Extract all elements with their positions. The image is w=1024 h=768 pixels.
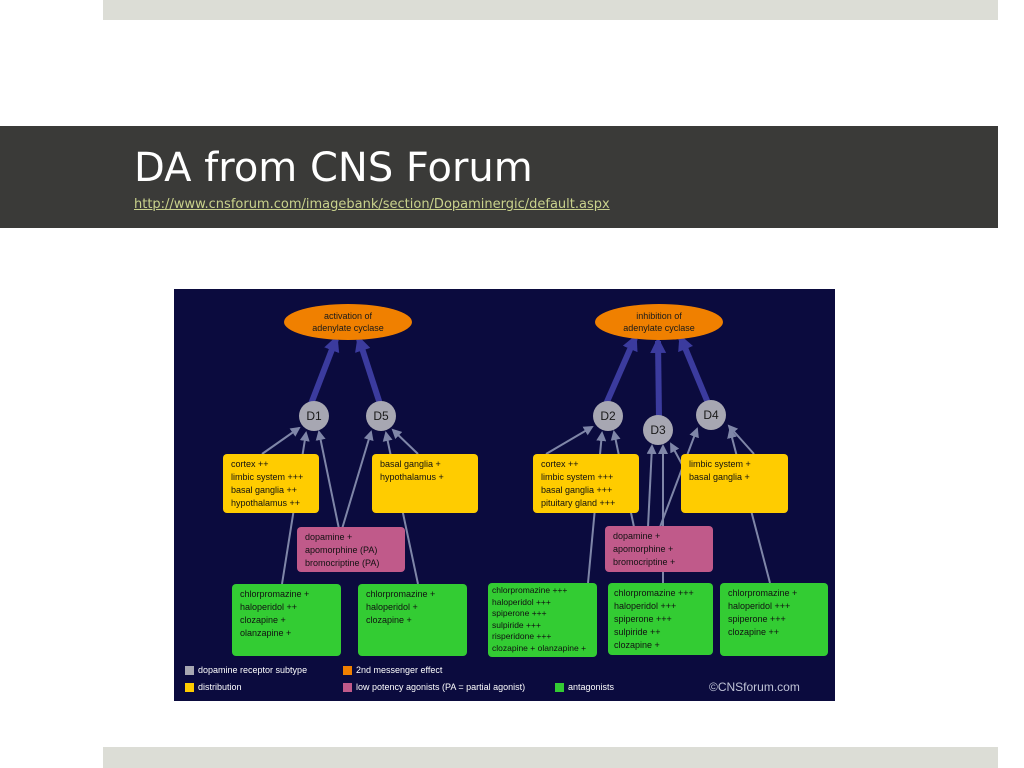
legend-receptor-swatch (185, 666, 194, 675)
antagonist-item: spiperone +++ (728, 614, 786, 624)
activation-label-line: adenylate cyclase (312, 323, 384, 333)
d4-to-inhibition-arrow (678, 334, 711, 405)
distribution-item: basal ganglia ++ (231, 485, 298, 495)
d2-d3-d4-agonist-box: dopamine + apomorphine + bromocriptine + (605, 526, 713, 572)
title-bar (0, 126, 998, 228)
legend-distribution-swatch (185, 683, 194, 692)
activation-label-line: activation of (323, 311, 373, 321)
d1-d5-agonist-box: dopamine + apomorphine (PA) bromocriptin… (297, 527, 405, 572)
legend-agonist-label: low potency agonists (PA = partial agoni… (356, 682, 526, 692)
d1-label: D1 (306, 409, 322, 423)
antagonist-item: chlorpromazine +++ (492, 585, 568, 595)
distribution-item: cortex ++ (541, 459, 579, 469)
antagonist-item: sulpiride +++ (492, 619, 541, 630)
antagonist-item: haloperidol + (366, 602, 418, 612)
d3-node (643, 415, 673, 445)
antagonist-item: risperidone +++ (492, 631, 552, 642)
inhibition-label-line: adenylate cyclase (623, 323, 695, 333)
distribution-item: limbic system +++ (541, 472, 614, 482)
d1-node (299, 401, 329, 431)
slide-title: DA from CNS Forum (134, 145, 533, 191)
d4-distribution-box: limbic system + basal ganglia + (681, 454, 788, 513)
legend-messenger-label: 2nd messenger effect (356, 665, 443, 675)
d2-antagonist-box: chlorpromazine +++ haloperidol +++ spipe… (488, 583, 597, 657)
agonist-item: dopamine + (305, 532, 353, 542)
antagonist-item: clozapine + (240, 615, 286, 625)
antagonist-item: clozapine + (366, 615, 412, 625)
inhibition-ellipse (595, 304, 723, 340)
legend-antagonist-label: antagonists (568, 682, 615, 692)
d4-label: D4 (703, 408, 719, 422)
inhibition-label: inhibition of adenylate cyclase (599, 310, 719, 334)
antagonist-item: chlorpromazine + (366, 589, 436, 599)
distribution-item: hypothalamus ++ (231, 498, 301, 508)
distribution-item: cortex ++ (231, 459, 269, 469)
agonist-item: bromocriptine (PA) (305, 558, 380, 568)
d5-antagonist-box: chlorpromazine + haloperidol + clozapine… (358, 584, 467, 656)
d4-antagonist-box: chlorpromazine + haloperidol +++ spipero… (720, 583, 828, 656)
antagonist-item: chlorpromazine + (728, 588, 798, 598)
d4-agonist-arrow (659, 427, 699, 528)
agonist-item: dopamine + (613, 531, 661, 541)
d2-to-inhibition-arrow (603, 334, 638, 406)
copyright-text: ©CNSforum.com (709, 680, 800, 694)
antagonist-item: chlorpromazine +++ (614, 588, 694, 598)
antagonist-item: haloperidol +++ (728, 601, 791, 611)
d5-node (366, 401, 396, 431)
source-link[interactable]: http://www.cnsforum.com/imagebank/sectio… (134, 197, 610, 212)
distribution-item: basal ganglia + (380, 459, 441, 469)
antagonist-item: haloperidol +++ (492, 596, 551, 607)
antagonist-item: olanzapine + (240, 628, 292, 638)
d3-antagonist-box: chlorpromazine +++ haloperidol +++ spipe… (608, 583, 713, 655)
antagonist-item: haloperidol ++ (240, 602, 298, 612)
distribution-item: pituitary gland +++ (541, 498, 616, 508)
d1-antagonist-box: chlorpromazine + haloperidol ++ clozapin… (232, 584, 341, 656)
antagonist-item: clozapine + (614, 640, 660, 650)
d2-label: D2 (600, 409, 616, 423)
d5-distribution-box: basal ganglia + hypothalamus + (372, 454, 478, 513)
top-band (103, 0, 998, 20)
d3-label: D3 (650, 423, 666, 437)
agonist-item: apomorphine + (613, 544, 674, 554)
inhibition-label-line: inhibition of (636, 311, 682, 321)
distribution-item: basal ganglia + (689, 472, 750, 482)
agonist-item: bromocriptine + (613, 557, 676, 567)
legend-messenger-swatch (343, 666, 352, 675)
legend-receptor-label: dopamine receptor subtype (198, 665, 308, 675)
legend-antagonist-swatch (555, 683, 564, 692)
antagonist-item: clozapine + olanzapine + (492, 642, 587, 653)
d5-distribution-arrow (391, 428, 419, 455)
d1-to-activation-arrow (308, 335, 340, 406)
d3-to-inhibition-arrow (650, 337, 667, 419)
d2-distribution-box: cortex ++ limbic system +++ basal gangli… (533, 454, 639, 513)
antagonist-item: sulpiride ++ (614, 627, 661, 637)
distribution-item: limbic system +++ (231, 472, 304, 482)
legend-distribution-label: distribution (198, 682, 242, 692)
distribution-item: hypothalamus + (380, 472, 444, 482)
agonist-item: apomorphine (PA) (305, 545, 378, 555)
d5-label: D5 (373, 409, 389, 423)
dopamine-receptor-diagram: activation of adenylate cyclase inhibiti… (174, 289, 835, 701)
antagonist-item: haloperidol +++ (614, 601, 677, 611)
distribution-item: basal ganglia +++ (541, 485, 613, 495)
legend-agonist-swatch (343, 683, 352, 692)
activation-ellipse (284, 304, 412, 340)
d2-distribution-arrow (545, 425, 594, 455)
d1-agonist-arrow (315, 430, 340, 530)
d3-agonist-arrow (646, 444, 657, 528)
d1-distribution-box: cortex ++ limbic system +++ basal gangli… (223, 454, 319, 513)
antagonist-item: spiperone +++ (614, 614, 672, 624)
bottom-band (103, 747, 998, 768)
antagonist-item: spiperone +++ (492, 608, 547, 619)
distribution-item: limbic system + (689, 459, 751, 469)
d1-distribution-arrow (261, 426, 301, 455)
d4-node (696, 400, 726, 430)
d5-agonist-arrow (341, 430, 374, 530)
antagonist-item: chlorpromazine + (240, 589, 310, 599)
antagonist-item: clozapine ++ (728, 627, 780, 637)
d5-to-activation-arrow (355, 335, 383, 405)
d2-node (593, 401, 623, 431)
activation-label: activation of adenylate cyclase (288, 310, 408, 334)
